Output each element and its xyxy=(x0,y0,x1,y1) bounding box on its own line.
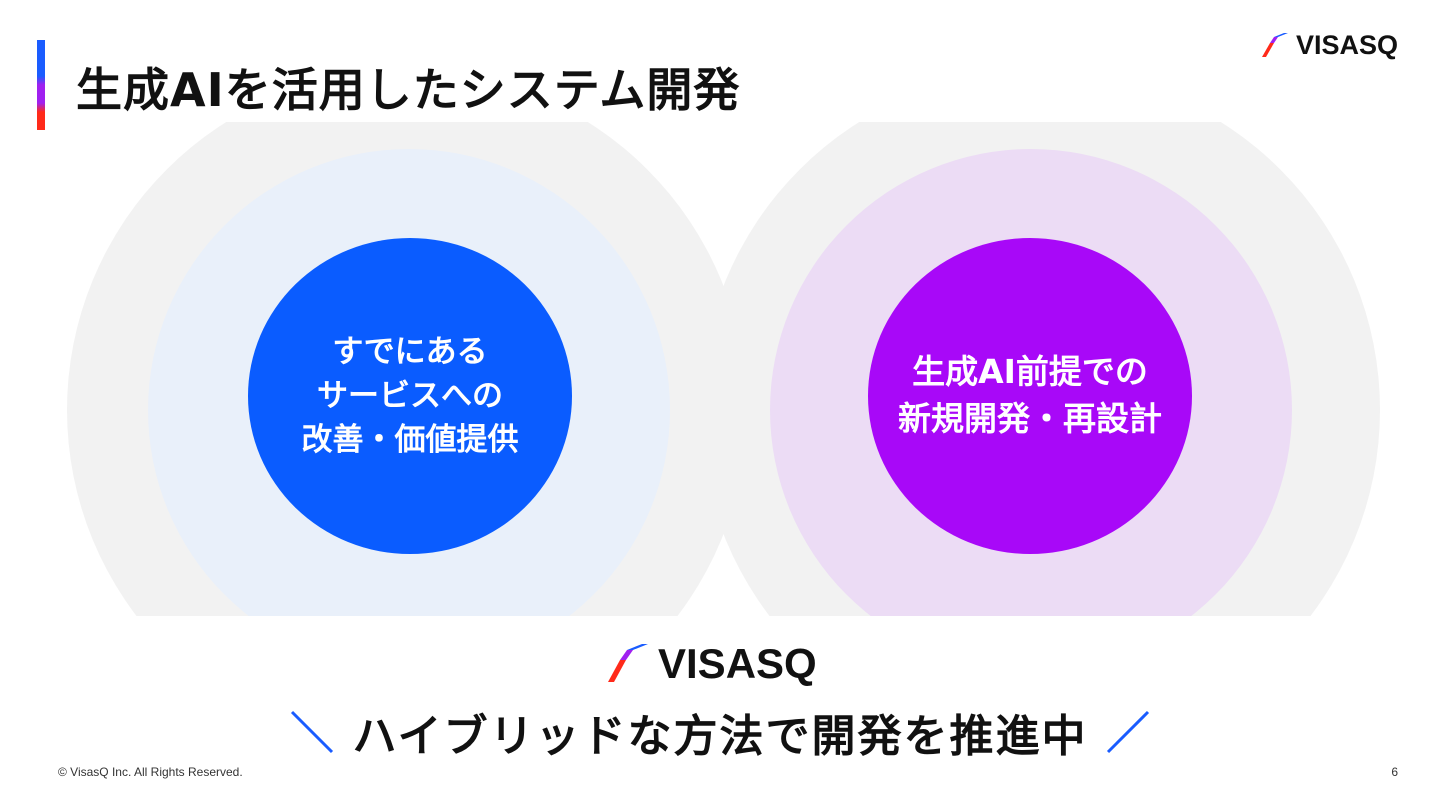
header-logo: VISASQ xyxy=(1260,30,1398,61)
backslash-decoration-icon xyxy=(291,710,334,754)
visasq-logo-icon xyxy=(608,644,648,682)
center-logo-text: VISASQ xyxy=(658,640,817,687)
tagline-text: ハイブリッドな方法で開発を推進中 xyxy=(352,711,1088,762)
left-circle-line-1: すでにある xyxy=(332,333,488,370)
page-title: 生成AIを活用したシステム開発 xyxy=(76,63,741,117)
center-logo: VISASQ xyxy=(606,640,817,688)
right-circle-line-1: 生成AI前提での xyxy=(912,352,1148,392)
visasq-logo-icon xyxy=(1261,32,1288,57)
header-logo-text: VISASQ xyxy=(1295,30,1398,60)
title-accent-bar xyxy=(37,40,45,130)
tagline: ハイブリッドな方法で開発を推進中 xyxy=(0,700,1440,764)
left-circle-line-3: 改善・価値提供 xyxy=(301,422,519,458)
page-number: 6 xyxy=(1391,765,1398,779)
slash-decoration-icon xyxy=(1106,710,1149,754)
left-core-circle: すでにある サービスへの 改善・価値提供 xyxy=(248,238,572,554)
diagram: すでにある サービスへの 改善・価値提供 生成AI前提での 新規開発・再設計 xyxy=(0,122,1440,616)
left-circle-line-2: サービスへの xyxy=(317,377,503,414)
copyright: © VisasQ Inc. All Rights Reserved. xyxy=(58,765,243,779)
right-circle-line-2: 新規開発・再設計 xyxy=(898,399,1162,438)
right-core-circle: 生成AI前提での 新規開発・再設計 xyxy=(868,238,1192,554)
